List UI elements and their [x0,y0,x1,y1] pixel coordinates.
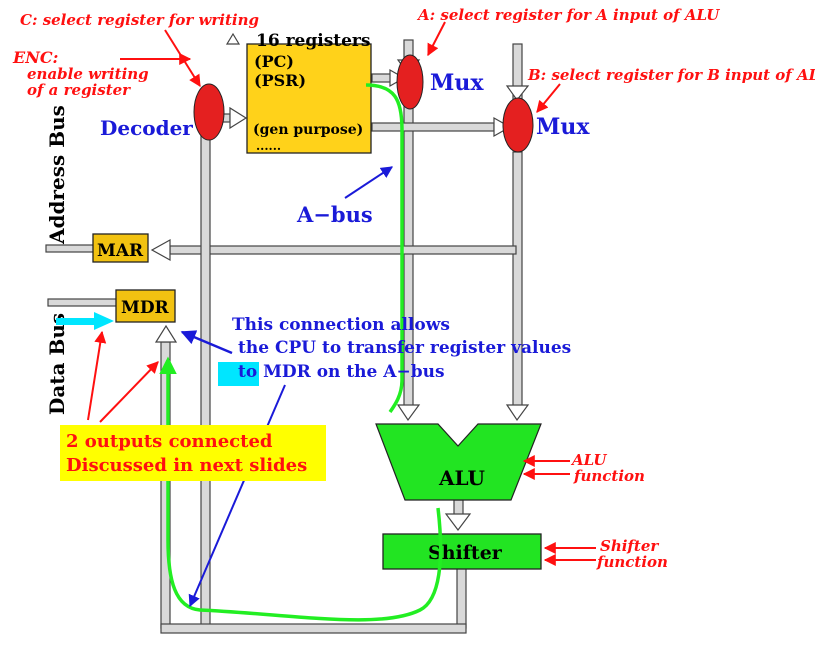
data-bus-input-shaft [56,318,96,325]
connection-note-line-3: to MDR on the A−bus [238,362,445,382]
decoder: Decoder [100,83,225,141]
a-bus-label: A−bus [296,202,373,227]
reg-gen-purpose: (gen purpose) [253,122,363,138]
arrow-a-bus-label [344,166,394,199]
data-bus-label: Data Bus [45,313,69,415]
bus-arrowheads [150,32,530,531]
data-bus-wire [47,298,119,307]
alu-label: ALU [438,466,485,490]
arrow-into-registers [229,106,248,130]
arrow-outputs-data [87,330,107,421]
shifter-box [382,533,542,570]
register-file: 16 registers (PC) (PSR) (gen purpose) ..… [246,31,372,154]
arrow-connection-mdr [180,330,233,355]
alu-function-line-2: function [573,467,645,485]
mdr: MDR [115,289,176,323]
arrow-into-alu-b [505,404,530,422]
feedback-vertical [200,113,211,629]
alu: ALU [375,423,542,501]
enc-title: ENC: [12,48,59,67]
connection-note-line-2: the CPU to transfer register values [238,338,571,358]
arrow-outputs-mdr [99,361,159,423]
b-bus-vertical [512,151,523,408]
mdr-box [115,289,176,323]
shifter-label: Shifter [428,542,503,564]
arrow-into-shifter [444,513,472,531]
arrow-into-registers-top [225,32,241,45]
reg-dots: ...... [256,139,281,153]
alu-function-line-1: ALU [570,451,607,469]
enc-line-2: of a register [27,81,131,99]
outputs-note-line-2: Discussed in next slides [66,455,307,476]
address-bus-wire [45,244,95,253]
green-path-a-bus [365,83,404,414]
reg-psr: (PSR) [254,71,306,90]
data-bus-input-head [94,312,114,330]
decoder-label: Decoder [100,116,193,140]
mux-b-shape [502,97,534,153]
mux-a: Mux [396,54,484,110]
shifter: Shifter [382,533,542,570]
shifter-function-line-1: Shifter [600,537,659,555]
blue-annotations: A−bus This connection allows the CPU to … [232,202,571,382]
address-bus-label: Address Bus [45,105,69,245]
annotations: C: select register for writing A: select… [12,6,815,571]
mar: MAR [92,233,149,263]
mux-a-shape [396,54,424,110]
bus-to-mar [169,245,517,255]
blue-annotation-arrows [180,166,394,608]
outputs-highlight [60,425,326,481]
reg-pc: (PC) [254,52,294,71]
mux-b: Mux [502,97,590,153]
a-select-label: A: select register for A input of ALU [416,6,720,24]
mux-b-label: Mux [536,114,590,140]
arrow-into-mar [150,238,171,262]
c-select-label: C: select register for writing [20,11,259,29]
arrow-into-alu-a [396,404,421,422]
mar-label: MAR [97,241,144,261]
shifter-output-vertical [456,567,467,629]
arrow-a-select [427,21,446,57]
outputs-note-line-1: 2 outputs connected [66,431,273,452]
reg-to-mux-b [371,122,495,132]
green-path-feedback [159,356,443,622]
arrow-into-mux-b [505,85,530,102]
b-select-label: B: select register for B input of AL [527,66,815,84]
enc-line-1: enable writing [27,65,149,83]
arrow-into-mdr [154,324,178,343]
shifter-function-line-2: function [596,553,668,571]
red-annotation-arrows [87,21,596,566]
data-bus-input-arrow [56,312,114,330]
mux-a-label: Mux [430,70,484,96]
registers-title: 16 registers [256,31,370,51]
bottom-bus [160,623,467,634]
arrow-reg-to-mux-b [493,116,512,138]
arrow-b-select [536,83,561,113]
alu-shape [375,423,542,501]
connection-highlight [218,362,259,386]
mdr-label: MDR [121,298,170,318]
connection-note-line-1: This connection allows [232,315,450,335]
mar-box [92,233,149,263]
register-file-box [246,43,372,154]
arrow-connection-bottom [188,384,286,608]
decoder-shape [193,83,225,141]
